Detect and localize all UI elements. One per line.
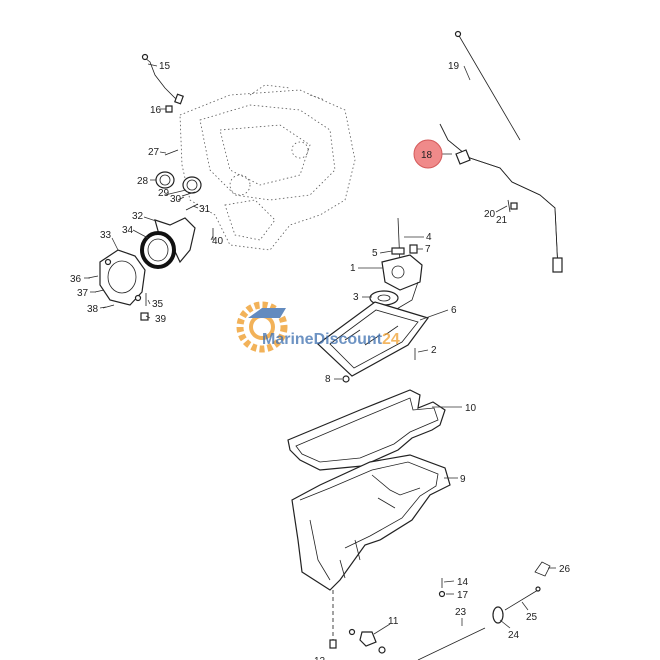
- callout-29[interactable]: 29: [158, 188, 170, 199]
- fitting-11[interactable]: [348, 628, 386, 654]
- shaft-23[interactable]: [417, 627, 486, 660]
- callout-12[interactable]: 12: [314, 656, 326, 660]
- oil-pan-9[interactable]: [291, 454, 451, 591]
- callout-16[interactable]: 16: [150, 105, 162, 116]
- dipstick-19[interactable]: [454, 30, 521, 141]
- fitting-12[interactable]: [329, 639, 337, 649]
- retainer-5[interactable]: [391, 247, 405, 255]
- dowel-pin-27[interactable]: [164, 149, 179, 156]
- watermark-logo: [236, 301, 288, 353]
- callout-38[interactable]: 38: [87, 304, 99, 315]
- oil-pump-1[interactable]: [381, 254, 423, 311]
- seal-28[interactable]: [155, 171, 175, 189]
- callout-3[interactable]: 3: [353, 292, 359, 303]
- callout-40[interactable]: 40: [212, 236, 224, 247]
- callout-34[interactable]: 34: [122, 225, 134, 236]
- callout-10[interactable]: 10: [465, 403, 477, 414]
- callout-28[interactable]: 28: [137, 176, 149, 187]
- callout-1[interactable]: 1: [350, 263, 356, 274]
- callout-36[interactable]: 36: [70, 274, 82, 285]
- callout-26[interactable]: 26: [559, 564, 571, 575]
- callout-30[interactable]: 30: [170, 194, 182, 205]
- leader-lines: [84, 63, 556, 635]
- bolt-31[interactable]: [185, 203, 199, 211]
- drain-plug-25[interactable]: [504, 586, 541, 611]
- bolt-37[interactable]: [94, 289, 105, 293]
- callout-24[interactable]: 24: [508, 630, 520, 641]
- callout-20[interactable]: 20: [484, 209, 496, 220]
- oil-pan-gasket-10[interactable]: [287, 389, 446, 471]
- callout-21[interactable]: 21: [496, 215, 508, 226]
- washer-24[interactable]: [492, 606, 504, 624]
- bellhousing-adapter-33[interactable]: [99, 249, 146, 306]
- nut-21[interactable]: [510, 202, 518, 210]
- oil-sender-line[interactable]: [141, 53, 184, 105]
- callout-25[interactable]: 25: [526, 612, 538, 623]
- callout-27[interactable]: 27: [148, 147, 160, 158]
- callout-labels: 15 16 27 28 29 30 31 32 34 33 36 37 38 3…: [70, 61, 571, 660]
- callout-6[interactable]: 6: [451, 305, 457, 316]
- callout-7[interactable]: 7: [425, 244, 431, 255]
- nut-39[interactable]: [140, 312, 149, 321]
- callout-14[interactable]: 14: [457, 577, 469, 588]
- callout-15[interactable]: 15: [159, 61, 171, 72]
- callout-5[interactable]: 5: [372, 248, 378, 259]
- callout-17[interactable]: 17: [457, 590, 469, 601]
- pin-30[interactable]: [181, 191, 196, 197]
- nut-8[interactable]: [342, 375, 350, 383]
- callout-18[interactable]: 18: [421, 150, 433, 161]
- watermark-text: MarineDiscount24: [262, 331, 400, 348]
- callout-39[interactable]: 39: [155, 314, 167, 325]
- highlight-circle-18: [413, 139, 443, 169]
- fitting-16[interactable]: [165, 105, 173, 113]
- callout-32[interactable]: 32: [132, 211, 144, 222]
- clip-26[interactable]: [534, 561, 551, 577]
- callout-9[interactable]: 9: [460, 474, 466, 485]
- callout-35[interactable]: 35: [152, 299, 164, 310]
- engine-block: [179, 84, 356, 251]
- nut-17[interactable]: [438, 590, 446, 598]
- callout-23[interactable]: 23: [455, 607, 467, 618]
- bolt-20[interactable]: [507, 199, 511, 213]
- callout-37[interactable]: 37: [77, 288, 89, 299]
- callout-11[interactable]: 11: [388, 616, 399, 627]
- bushing-7[interactable]: [409, 244, 418, 254]
- rear-main-seal-34[interactable]: [140, 231, 176, 269]
- callout-8[interactable]: 8: [325, 374, 331, 385]
- callout-19[interactable]: 19: [448, 61, 460, 72]
- oil-pump-screen-6[interactable]: [317, 301, 429, 377]
- callout-31[interactable]: 31: [199, 204, 211, 215]
- callout-2[interactable]: 2: [431, 345, 437, 356]
- callout-33[interactable]: 33: [100, 230, 112, 241]
- dipstick-tube-18[interactable]: [439, 123, 563, 273]
- ring-29[interactable]: [182, 176, 202, 194]
- callout-4[interactable]: 4: [426, 232, 432, 243]
